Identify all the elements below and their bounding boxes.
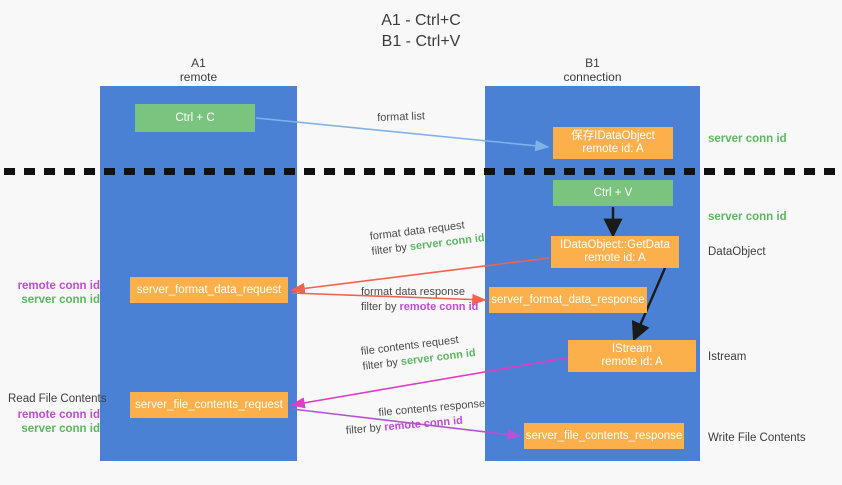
node-server-file-contents-response-label: server_file_contents_response [525, 429, 683, 442]
filter-key: remote conn id [399, 301, 479, 313]
side-label-left-conn-ids-2: Read File Contents remote conn id server… [8, 392, 107, 436]
side-label-write-file-contents-text: Write File Contents [708, 432, 806, 444]
column-header-b1: B1 connection [485, 56, 700, 84]
column-header-b1-sub: connection [563, 70, 622, 84]
node-server-file-contents-response[interactable]: server_file_contents_response [524, 423, 684, 449]
side-label-ctrlv-server-conn: server conn id [708, 210, 787, 224]
column-header-a1-sub: remote [179, 70, 218, 84]
node-istream-title: IStream [611, 343, 653, 355]
arrow-label-format-data-response-filter: filter by remote conn id [361, 300, 478, 315]
node-server-file-contents-request-label: server_file_contents_request [135, 398, 283, 411]
side-label-read-file-contents: Read File Contents [8, 393, 107, 405]
page-title: A1 - Ctrl+C B1 - Ctrl+V [0, 10, 842, 52]
column-header-b1-name: B1 [585, 56, 600, 70]
side-label-top-server-conn: server conn id [708, 132, 787, 146]
arrow-label-format-data-response-main: format data response [361, 286, 465, 298]
node-istream[interactable]: IStream remote id: A [568, 340, 696, 372]
title-line-2: B1 - Ctrl+V [381, 33, 461, 50]
node-save-idataobject[interactable]: 保存IDataObject remote id: A [553, 127, 673, 159]
node-ctrl-c[interactable]: Ctrl + C [135, 104, 255, 132]
node-idataobject-getdata[interactable]: IDataObject::GetData remote id: A [551, 236, 679, 268]
side-label-left-conn-ids-1: remote conn id server conn id [8, 279, 100, 307]
node-save-idataobject-title: 保存IDataObject [571, 130, 655, 142]
arrow-label-format-list: format list [377, 109, 425, 126]
arrow-label-file-contents-response: file contents response filter by remote … [344, 397, 487, 439]
node-getdata-subtitle: remote id: A [584, 252, 646, 264]
node-getdata-title: IDataObject::GetData [560, 239, 670, 251]
side-label-left-server-conn-2: server conn id [21, 423, 100, 435]
side-label-write-file-contents: Write File Contents [708, 431, 806, 445]
arrow-label-format-list-main: format list [377, 110, 426, 124]
filter-prefix: filter by [361, 356, 402, 373]
filter-prefix: filter by [370, 241, 411, 258]
node-istream-subtitle: remote id: A [601, 356, 663, 368]
side-label-left-server-conn-1: server conn id [21, 294, 100, 306]
column-header-a1: A1 remote [100, 56, 297, 84]
phase-divider-dashed-line [4, 168, 838, 175]
arrow-label-format-data-request: format data request filter by server con… [369, 216, 486, 260]
node-server-format-data-request-label: server_format_data_request [136, 283, 282, 296]
node-ctrl-c-label: Ctrl + C [175, 111, 215, 124]
side-label-top-server-conn-text: server conn id [708, 133, 787, 145]
arrow-label-format-data-response: format data response filter by remote co… [361, 285, 478, 315]
side-label-dataobject-text: DataObject [708, 246, 766, 258]
filter-prefix: filter by [361, 301, 400, 313]
node-save-idataobject-subtitle: remote id: A [582, 143, 644, 155]
node-server-format-data-response[interactable]: server_format_data_response [489, 287, 647, 313]
title-line-1: A1 - Ctrl+C [381, 12, 461, 29]
node-server-format-data-response-label: server_format_data_response [491, 293, 645, 306]
side-label-dataobject: DataObject [708, 245, 766, 259]
side-label-left-remote-conn-2: remote conn id [17, 409, 100, 421]
side-label-istream: Istream [708, 350, 746, 364]
side-label-istream-text: Istream [708, 351, 747, 363]
node-ctrl-v-label: Ctrl + V [593, 186, 633, 199]
arrow-label-file-contents-request: file contents request filter by server c… [360, 331, 477, 375]
node-server-format-data-request[interactable]: server_format_data_request [130, 277, 288, 303]
filter-prefix: filter by [345, 421, 385, 437]
column-header-a1-name: A1 [191, 56, 206, 70]
node-ctrl-v[interactable]: Ctrl + V [553, 180, 673, 206]
side-label-left-remote-conn-1: remote conn id [17, 280, 100, 292]
node-server-file-contents-request[interactable]: server_file_contents_request [130, 392, 288, 418]
side-label-ctrlv-server-conn-text: server conn id [708, 211, 787, 223]
